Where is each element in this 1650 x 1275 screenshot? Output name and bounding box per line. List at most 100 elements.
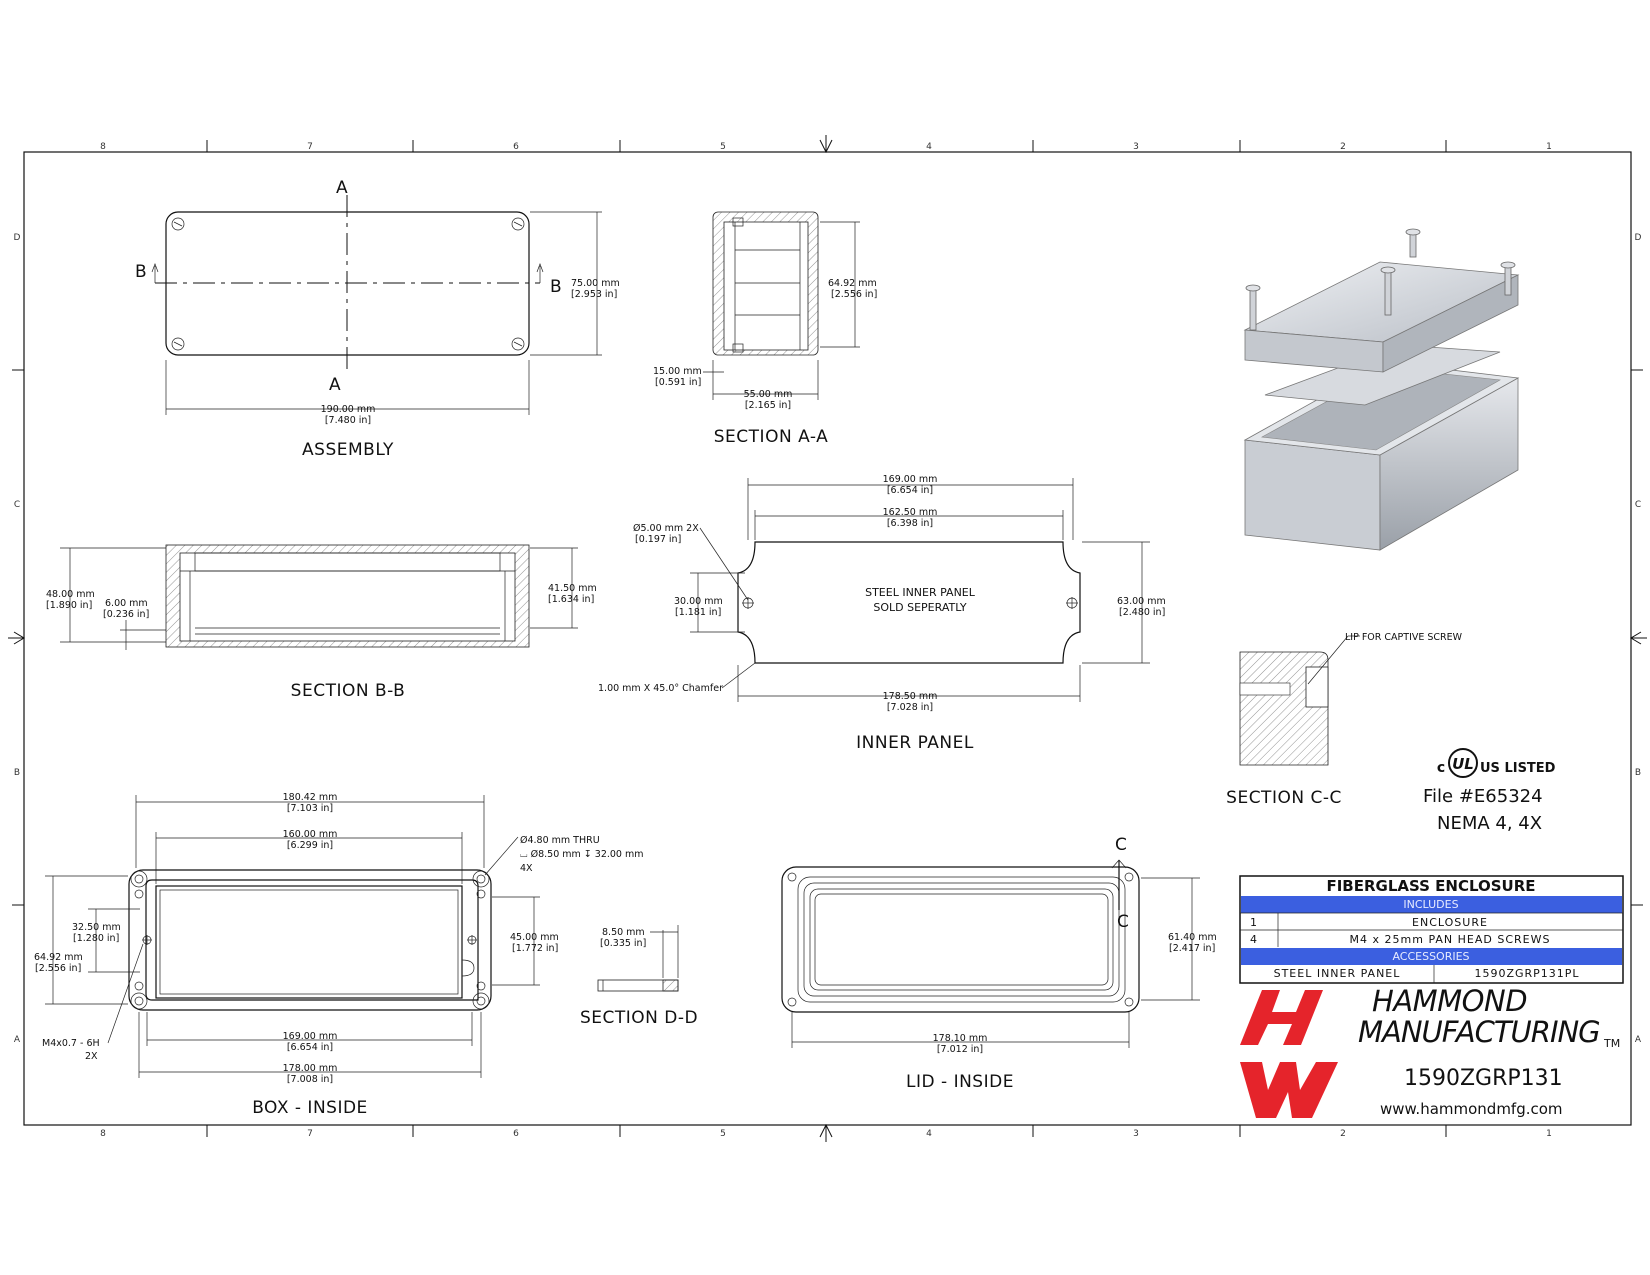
section-bb-inner-mm: 41.50 mm (548, 583, 597, 594)
box-inside-thread-callout-1: M4x0.7 - 6H (42, 1038, 100, 1049)
zone-row-b-left: B (14, 768, 20, 778)
lid-inside-label: LID - INSIDE (906, 1072, 1014, 1092)
box-inside-w3-mm: 169.00 mm (283, 1031, 338, 1042)
zone-col-6-bottom: 6 (513, 1129, 519, 1139)
lid-inside-width-mm: 178.10 mm (933, 1033, 988, 1044)
ul-file-number: File #E65324 (1423, 786, 1543, 807)
zone-col-8-bottom: 8 (100, 1129, 106, 1139)
inner-panel-height-mm: 63.00 mm (1117, 596, 1166, 607)
section-aa-height-in: [2.556 in] (831, 289, 877, 300)
section-bb-base-mm: 6.00 mm (105, 598, 148, 609)
zone-col-3-bottom: 3 (1133, 1129, 1139, 1139)
svg-text:c: c (1437, 760, 1445, 776)
ul-mark-icon (1448, 748, 1478, 778)
inner-panel-hole-mm: Ø5.00 mm 2X (633, 523, 699, 534)
accessories-header-bar (1241, 948, 1622, 965)
section-aa-depth-in: [2.165 in] (745, 400, 791, 411)
iso-box-front (1244, 439, 1381, 551)
assembly-label: ASSEMBLY (302, 440, 394, 460)
website-link[interactable]: www.hammondmfg.com (1380, 1100, 1563, 1118)
section-marker-b-right: B (550, 277, 562, 297)
assembly-height-in: [2.953 in] (571, 289, 617, 300)
brand-name-line1: HAMMOND (1372, 984, 1527, 1018)
section-cc-view: LIP FOR CAPTIVE SCREW SECTION C-C (1226, 632, 1463, 808)
section-dd-view: 8.50 mm [0.335 in] SECTION D-D (580, 925, 698, 1028)
iso-screws (1245, 228, 1516, 331)
section-marker-a-top: A (336, 178, 348, 198)
section-cc-label: SECTION C-C (1226, 788, 1342, 808)
isometric-exploded-view (1243, 228, 1520, 551)
box-inside-w1-mm: 180.42 mm (283, 792, 338, 803)
box-inside-w2-mm: 160.00 mm (283, 829, 338, 840)
includes-row1-qty: 1 (1250, 916, 1257, 929)
inner-panel-w2-mm: 162.50 mm (883, 507, 938, 518)
zone-col-1-top: 1 (1546, 142, 1552, 152)
box-inside-h2-mm: 64.92 mm (34, 952, 83, 963)
inner-panel-w1-mm: 169.00 mm (883, 474, 938, 485)
box-inside-h1-in: [1.280 in] (73, 933, 119, 944)
part-number: 1590ZGRP131 (1404, 1066, 1563, 1091)
accessories-header: ACCESSORIES (1392, 950, 1469, 963)
section-marker-a-bottom: A (329, 375, 341, 395)
accessory-row1-item: STEEL INNER PANEL (1274, 967, 1401, 980)
section-aa-view: 64.92 mm [2.556 in] 15.00 mm [0.591 in] … (653, 211, 877, 447)
box-inside-w4-mm: 178.00 mm (283, 1063, 338, 1074)
box-inside-hole-callout-2: ⌴ Ø8.50 mm ↧ 32.00 mm (520, 849, 644, 860)
inner-panel-outline (737, 541, 1081, 664)
brand-trademark: TM (1603, 1037, 1620, 1050)
box-inside-thread-callout-2: 2X (85, 1051, 98, 1062)
iso-lid-side (1382, 274, 1519, 373)
zone-row-b-right: B (1635, 768, 1641, 778)
zone-col-1-bottom: 1 (1546, 1129, 1552, 1139)
box-inside-w3-in: [6.654 in] (287, 1042, 333, 1053)
includes-header: INCLUDES (1403, 898, 1458, 911)
section-aa-wall-in: [0.591 in] (655, 377, 701, 388)
includes-row2-item: M4 x 25mm PAN HEAD SCREWS (1350, 933, 1551, 946)
box-inside-w1-in: [7.103 in] (287, 803, 333, 814)
box-inside-h1-mm: 32.50 mm (72, 922, 121, 933)
box-inside-w2-in: [6.299 in] (287, 840, 333, 851)
zone-row-d-left: D (14, 233, 21, 243)
box-inside-h3-mm: 45.00 mm (510, 932, 559, 943)
accessory-row1-part: 1590ZGRP131PL (1474, 967, 1579, 980)
section-marker-c-top: C (1115, 835, 1127, 855)
zone-col-3-top: 3 (1133, 142, 1139, 152)
section-bb-overall-mm: 48.00 mm (46, 589, 95, 600)
zone-row-c-right: C (1635, 500, 1641, 510)
assembly-width-mm: 190.00 mm (321, 404, 376, 415)
box-inside-h2-in: [2.556 in] (35, 963, 81, 974)
section-cc-note: LIP FOR CAPTIVE SCREW (1345, 632, 1463, 643)
assembly-height-mm: 75.00 mm (571, 278, 620, 289)
zone-col-7-top: 7 (307, 142, 313, 152)
box-inside-outline (128, 869, 492, 1011)
svg-text:UL: UL (1452, 755, 1474, 773)
hammond-logo-icon (1240, 990, 1338, 1118)
zone-col-5-top: 5 (720, 142, 726, 152)
section-bb-view: 48.00 mm [1.890 in] 6.00 mm [0.236 in] 4… (46, 544, 597, 701)
nema-rating: NEMA 4, 4X (1437, 813, 1542, 834)
section-dd-dim-mm: 8.50 mm (602, 927, 645, 938)
lid-inside-width-in: [7.012 in] (937, 1044, 983, 1055)
zone-col-4-bottom: 4 (926, 1129, 932, 1139)
zone-col-6-top: 6 (513, 142, 519, 152)
title-block: FIBERGLASS ENCLOSURE INCLUDES 1 ENCLOSUR… (1239, 875, 1624, 984)
section-dd-label: SECTION D-D (580, 1008, 698, 1028)
section-bb-inner-in: [1.634 in] (548, 594, 594, 605)
zone-col-2-bottom: 2 (1340, 1129, 1346, 1139)
inner-panel-w2-in: [6.398 in] (887, 518, 933, 529)
zone-row-a-right: A (1635, 1035, 1642, 1045)
zone-col-8-top: 8 (100, 142, 106, 152)
hammond-brand: HAMMOND MANUFACTURING TM 1590ZGRP131 www… (1240, 984, 1620, 1118)
zone-col-7-bottom: 7 (307, 1129, 313, 1139)
section-bb-base-in: [0.236 in] (103, 609, 149, 620)
inner-panel-height-in: [2.480 in] (1119, 607, 1165, 618)
zone-row-labels: D C B A D C B A (14, 233, 1642, 1045)
section-bb-overall-in: [1.890 in] (46, 600, 92, 611)
title-block-title: FIBERGLASS ENCLOSURE (1326, 877, 1535, 895)
inner-panel-note-line1: STEEL INNER PANEL (865, 586, 976, 599)
inner-panel-hole-spacing-mm: 30.00 mm (674, 596, 723, 607)
inner-panel-note-line2: SOLD SEPERATLY (873, 601, 967, 614)
zone-column-labels: 8 7 6 5 4 3 2 1 8 7 6 5 4 3 2 1 (100, 142, 1552, 1139)
zone-col-4-top: 4 (926, 142, 932, 152)
